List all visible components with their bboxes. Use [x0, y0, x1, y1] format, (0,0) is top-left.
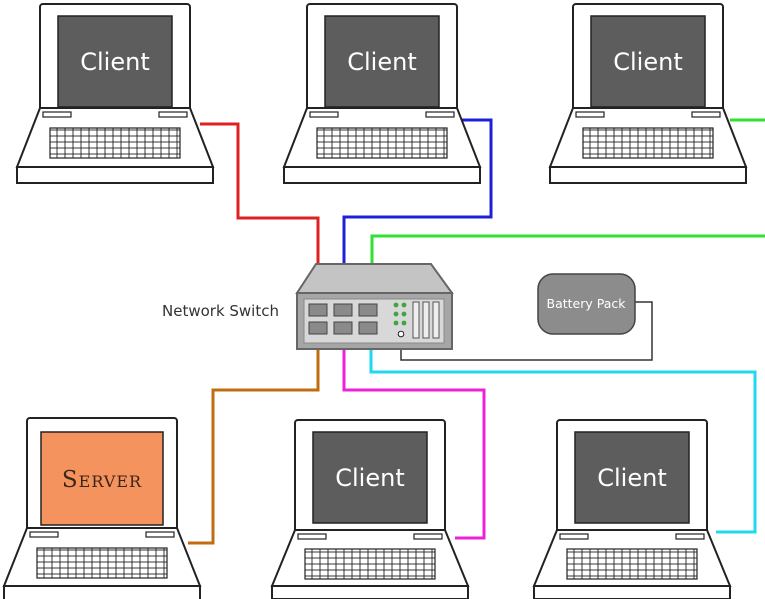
- vent: [432, 301, 440, 339]
- cable-client-1: [200, 122, 320, 322]
- led: [401, 311, 407, 317]
- led: [393, 320, 399, 326]
- laptop-base-front: [533, 585, 731, 599]
- hinge-right: [145, 531, 175, 538]
- hinge-right: [425, 111, 455, 118]
- cable-client-2: [342, 118, 493, 320]
- laptop-base-front: [283, 166, 481, 184]
- hinge-right: [158, 111, 188, 118]
- port: [333, 303, 353, 317]
- keyboard: [316, 127, 448, 159]
- switch-caption: Network Switch: [162, 302, 279, 320]
- laptop-base-front: [16, 166, 214, 184]
- screen-label: Server: [62, 467, 142, 493]
- keyboard: [304, 548, 436, 580]
- laptop-client-5: Client: [532, 419, 732, 599]
- laptop-screen: [574, 431, 690, 524]
- keyboard: [49, 127, 181, 159]
- port: [308, 303, 328, 317]
- battery-pack: Battery Pack: [537, 273, 636, 335]
- laptop-screen: [324, 15, 440, 108]
- cable-client-4: [342, 332, 486, 540]
- led: [393, 311, 399, 317]
- network-switch: [295, 263, 454, 350]
- screen-label: Client: [335, 464, 404, 492]
- cable-battery: [400, 301, 653, 361]
- switch-ports: [308, 303, 378, 335]
- hinge-left: [297, 533, 327, 540]
- vent: [422, 301, 430, 339]
- laptop-screen: [590, 15, 706, 108]
- hinge-left: [559, 533, 589, 540]
- led: [401, 302, 407, 308]
- laptop-base-front: [3, 585, 201, 599]
- screen-label: Client: [347, 48, 416, 76]
- cable-server: [188, 330, 320, 545]
- hinge-left: [575, 111, 605, 118]
- led: [401, 320, 407, 326]
- battery-label: Battery Pack: [547, 296, 627, 311]
- vent-slots: [412, 301, 440, 339]
- hinge-left: [29, 531, 59, 538]
- hinge-right: [675, 533, 705, 540]
- led: [393, 302, 399, 308]
- port: [308, 321, 328, 335]
- laptop-client-4: Client: [270, 419, 470, 599]
- hinge-left: [42, 111, 72, 118]
- hinge-right: [413, 533, 443, 540]
- laptop-screen: [40, 431, 164, 526]
- laptop-server: Server: [2, 417, 202, 599]
- keyboard: [566, 548, 698, 580]
- screen-label: Client: [613, 48, 682, 76]
- laptop-screen: [312, 431, 428, 524]
- battery-box: [537, 273, 636, 335]
- switch-top: [295, 263, 454, 294]
- hinge-right: [691, 111, 721, 118]
- screen-label: Client: [597, 464, 666, 492]
- port: [333, 321, 353, 335]
- hinge-left: [309, 111, 339, 118]
- laptop-base-front: [271, 585, 469, 599]
- laptop-client-3: Client: [548, 3, 748, 184]
- port: [358, 321, 378, 335]
- keyboard: [36, 547, 168, 579]
- power-jack: [397, 330, 405, 338]
- screen-label: Client: [80, 48, 149, 76]
- vent: [412, 301, 420, 339]
- laptop-base-front: [549, 166, 747, 184]
- laptop-client-2: Client: [282, 3, 482, 184]
- laptop-client-1: Client: [15, 3, 215, 184]
- cable-client-5: [369, 332, 757, 534]
- keyboard: [582, 127, 714, 159]
- port: [358, 303, 378, 317]
- laptop-screen: [57, 15, 173, 108]
- status-leds: [393, 302, 407, 326]
